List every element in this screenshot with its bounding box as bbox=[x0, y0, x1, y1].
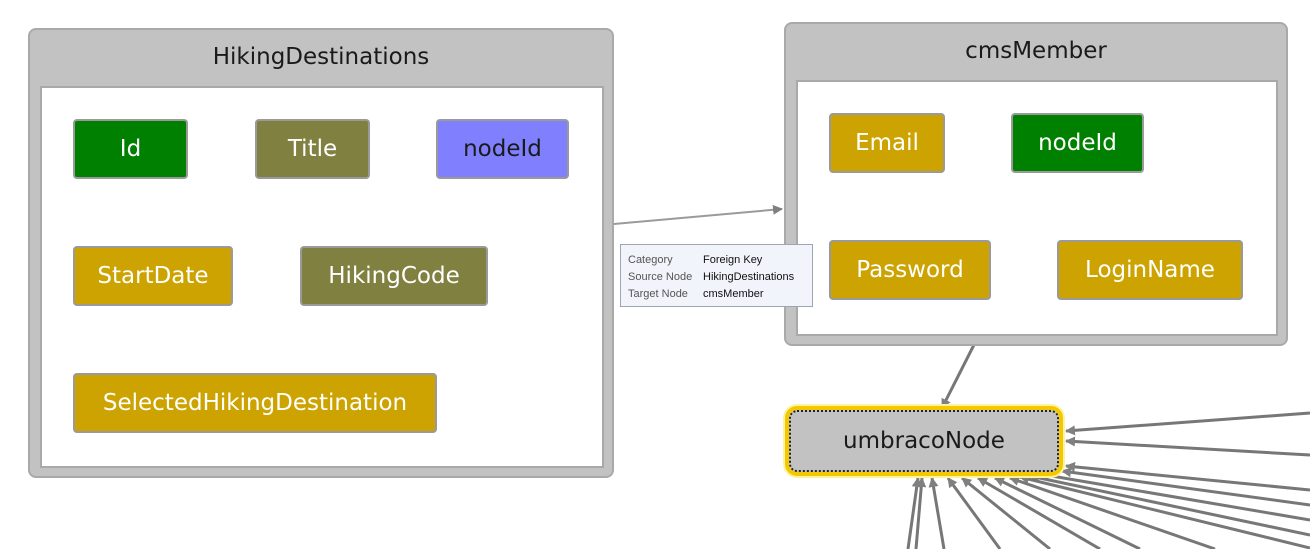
node-cmsmember-nodeid[interactable]: nodeId bbox=[1011, 113, 1144, 173]
hikingdestinations-title: HikingDestinations bbox=[212, 44, 430, 70]
umbraconode-node[interactable]: umbracoNode bbox=[785, 406, 1063, 476]
edge-tooltip: Category Foreign Key Source Node HikingD… bbox=[620, 244, 813, 307]
tooltip-row-source: Source Node HikingDestinations bbox=[628, 268, 805, 286]
node-startdate[interactable]: StartDate bbox=[73, 246, 233, 306]
edges-from-right bbox=[994, 411, 1310, 549]
tooltip-value: Foreign Key bbox=[703, 254, 763, 266]
tooltip-value: cmsMember bbox=[703, 288, 764, 300]
node-loginname[interactable]: LoginName bbox=[1057, 240, 1243, 300]
edges-from-below bbox=[906, 476, 1101, 549]
node-title[interactable]: Title bbox=[255, 119, 370, 179]
node-hiking-nodeid[interactable]: nodeId bbox=[436, 119, 569, 179]
node-email[interactable]: Email bbox=[829, 113, 945, 173]
node-selectedhikingdestination[interactable]: SelectedHikingDestination bbox=[73, 373, 437, 433]
cmsmember-title: cmsMember bbox=[965, 38, 1107, 64]
tooltip-row-target: Target Node cmsMember bbox=[628, 285, 805, 303]
tooltip-key: Category bbox=[628, 254, 673, 266]
node-password[interactable]: Password bbox=[829, 240, 991, 300]
node-hikingcode[interactable]: HikingCode bbox=[300, 246, 488, 306]
tooltip-key: Target Node bbox=[628, 288, 688, 300]
tooltip-key: Source Node bbox=[628, 271, 693, 283]
node-id[interactable]: Id bbox=[73, 119, 188, 179]
tooltip-row-category: Category Foreign Key bbox=[628, 251, 805, 269]
tooltip-value: HikingDestinations bbox=[703, 271, 795, 283]
edge-hiking-to-cmsmember[interactable] bbox=[613, 204, 783, 225]
